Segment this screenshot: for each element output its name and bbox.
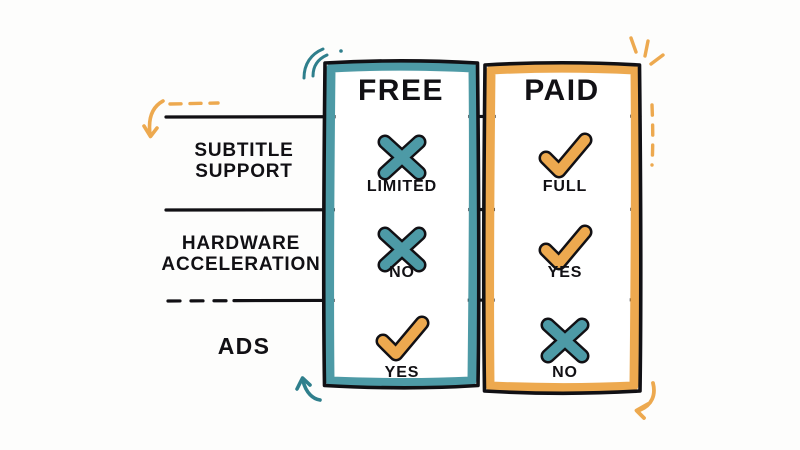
- row-label-subtitle-support: SUBTITLE SUPPORT: [194, 140, 294, 183]
- check-icon: [372, 313, 432, 369]
- cell-caption-paid-ads: NO: [552, 364, 578, 381]
- check-icon: [535, 130, 595, 186]
- column-header-paid: PAID: [524, 74, 600, 107]
- cell-caption-paid-subtitle-support: FULL: [542, 178, 588, 195]
- cell-caption-free-hardware-acceleration: NO: [389, 264, 415, 281]
- cross-icon: [372, 130, 432, 186]
- column-header-free: FREE: [357, 74, 444, 107]
- cross-icon: [372, 222, 432, 278]
- check-icon: [535, 222, 595, 278]
- cross-icon: [535, 313, 595, 369]
- row-label-ads: ADS: [217, 333, 271, 359]
- cell-caption-free-subtitle-support: LIMITED: [366, 178, 438, 195]
- cell-caption-free-ads: YES: [384, 364, 420, 381]
- row-label-hardware-acceleration: HARDWARE ACCELERATION: [161, 233, 321, 276]
- cell-caption-paid-hardware-acceleration: YES: [547, 264, 583, 281]
